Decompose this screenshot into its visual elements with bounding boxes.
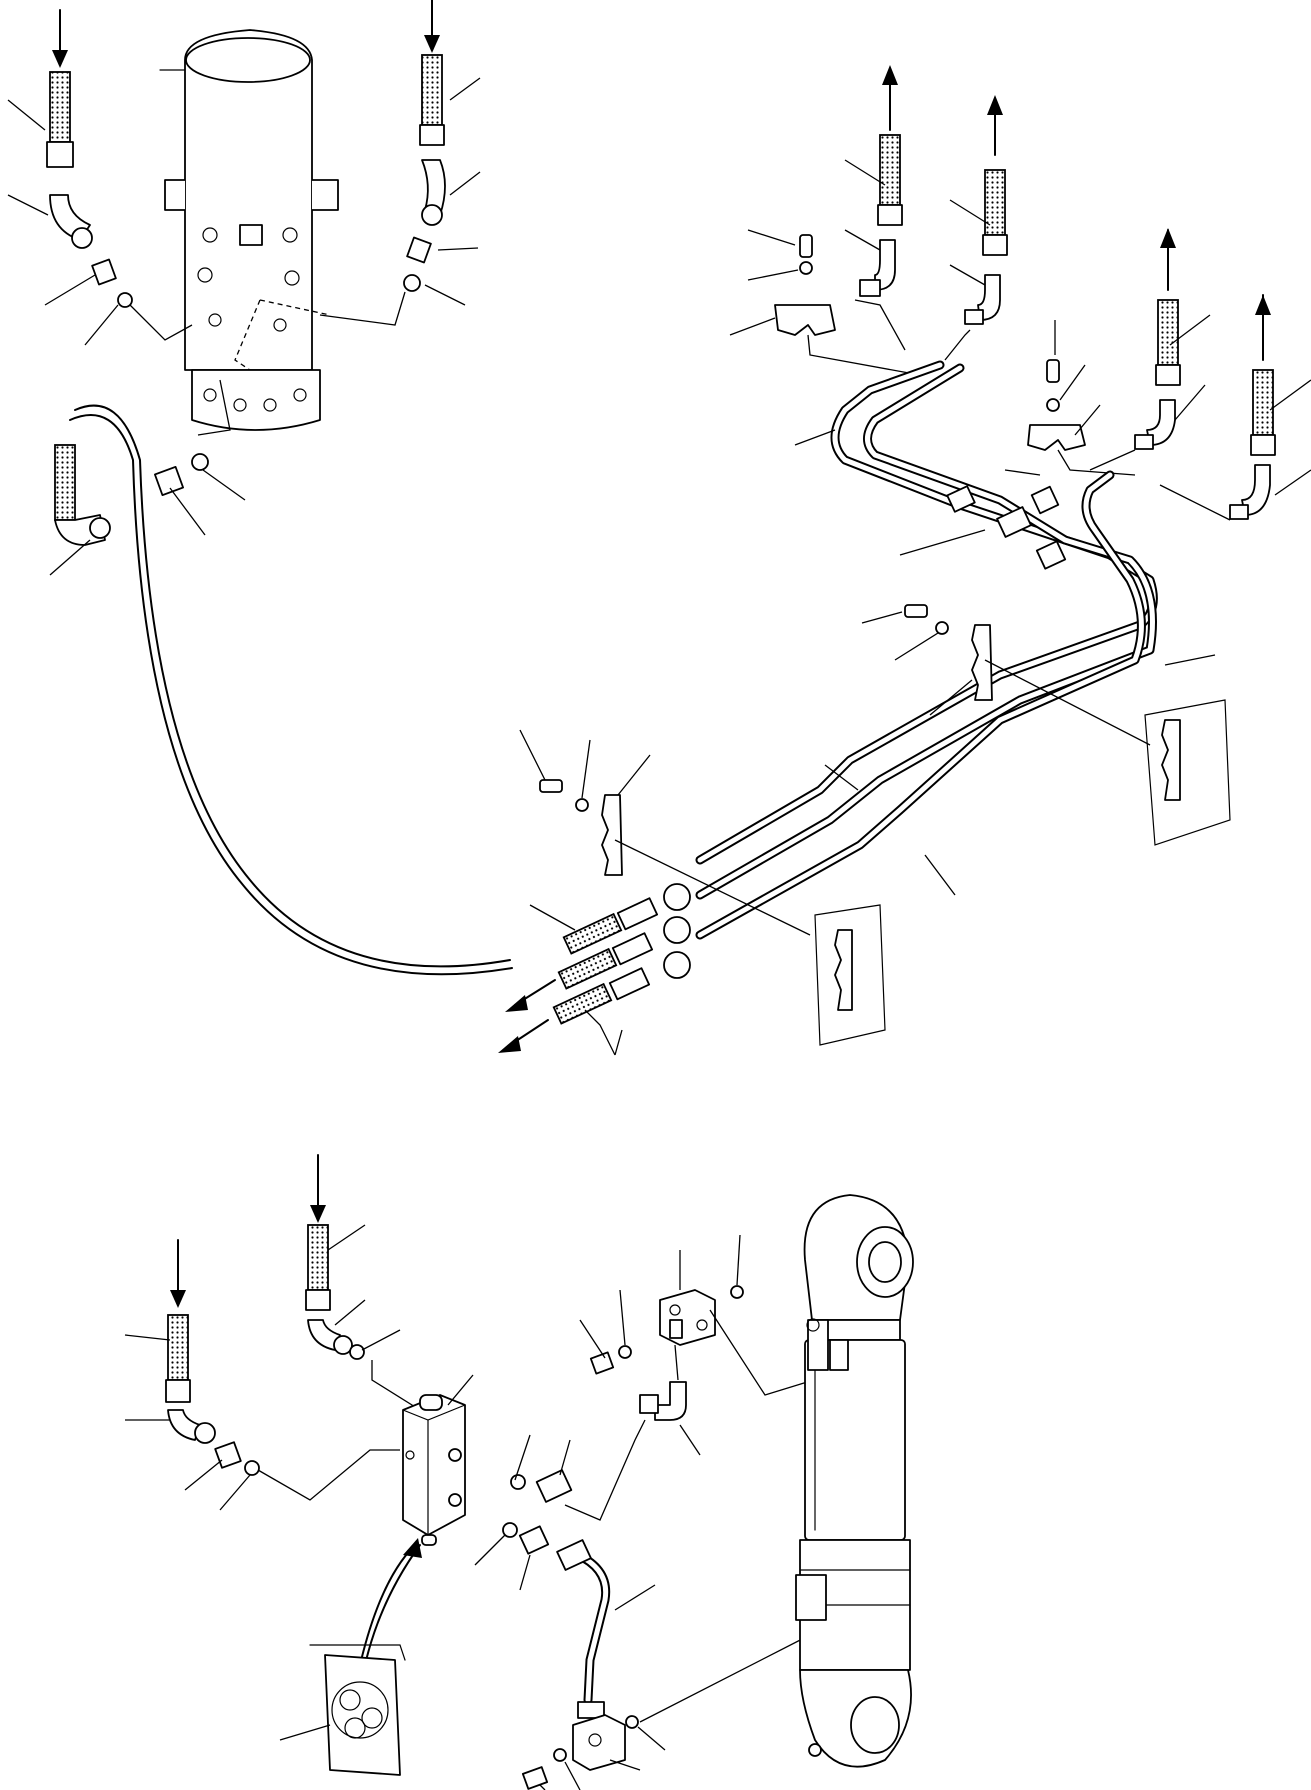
inlet-hose-right [319,0,481,326]
outlet-hose-up-2 [944,95,1008,361]
clamp-upper-1 [729,229,921,376]
inlet-hose-left [7,9,193,346]
clamp-lower [519,729,886,1046]
tube-bundle [695,360,1216,940]
label-plate [279,1644,406,1776]
lower-inlet-middle [305,1154,421,1411]
outlet-hose-up-1 [844,65,906,351]
valve-block [359,1374,474,1666]
hydraulic-cylinder [795,1194,914,1768]
lower-inlet-left [124,1239,400,1511]
outlet-hoses-left [498,883,691,1056]
lower-steel-tube [556,1539,656,1719]
lower-assembly [124,1154,914,1790]
upper-assembly [7,0,1311,1056]
outlet-hose-up-4 [1159,294,1311,521]
outlet-hose-up-3 [1089,228,1211,471]
swivel-joint [159,29,339,431]
clamp-middle [861,604,1231,846]
clamp-upper-2 [1027,320,1136,476]
cylinder-flange-lower [521,1634,811,1790]
long-hose [49,379,513,976]
valve-outputs [474,1419,646,1591]
cylinder-flange-upper [579,1234,831,1456]
